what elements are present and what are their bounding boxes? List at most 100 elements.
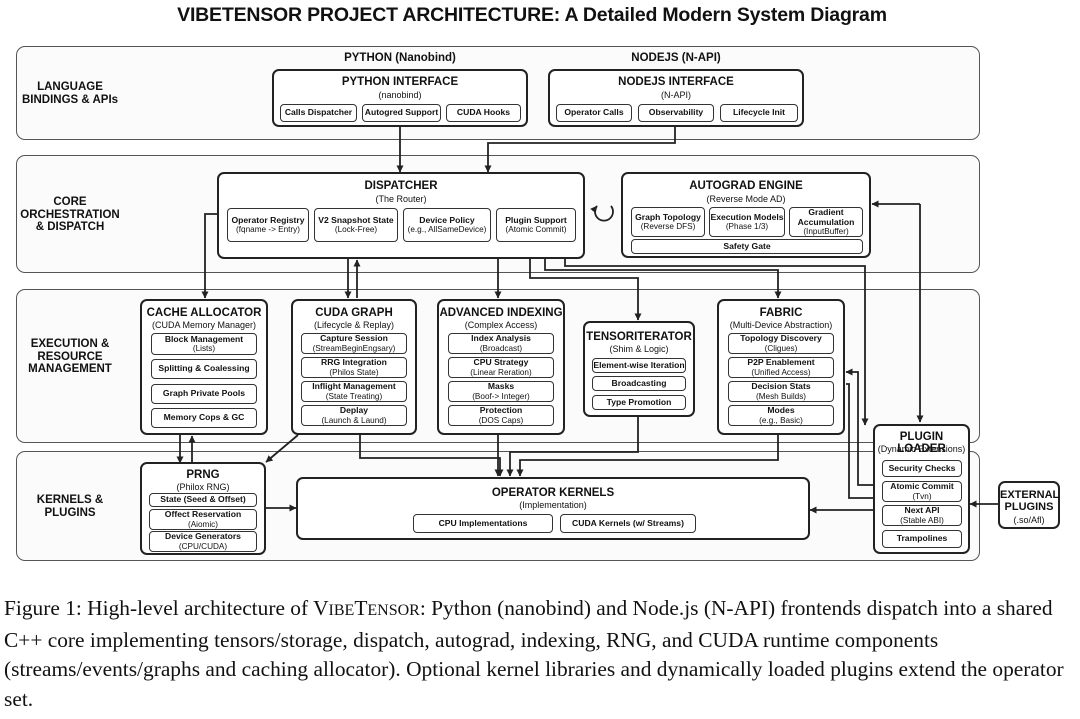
item-label: V2 Snapshot State: [318, 214, 394, 225]
item-label: Autogred Support: [364, 107, 439, 118]
python-item-calls-dispatcher: Calls Dispatcher: [280, 104, 357, 122]
fabric-item-p2p: P2P Enablement(Unified Access): [728, 357, 834, 378]
item-sublabel: (StreamBeginEngsary): [312, 343, 396, 353]
item-label: Device Policy: [419, 214, 475, 225]
item-sublabel: (Boof-> Integer): [472, 391, 530, 401]
fabric-item-modes: Modes(e.g., Basic): [728, 405, 834, 426]
prng-item-device-generators: Device Generators(CPU/CUDA): [149, 531, 257, 552]
item-label: Device Generators: [165, 531, 241, 542]
box-title: DISPATCHER: [364, 180, 438, 192]
caption-body: : Python (nanobind) and Node.js (N-API) …: [4, 596, 1064, 711]
cache-item-splitting: Splitting & Coalessing: [151, 359, 257, 379]
external-plugins-box: EXTERNAL PLUGINS (.so/Afl): [998, 481, 1060, 529]
box-subtitle: (nanobind): [378, 90, 422, 100]
figure-caption: Figure 1: High-level architecture of VIB…: [4, 594, 1076, 714]
box-title: OPERATOR KERNELS: [491, 487, 615, 499]
prng-box: PRNG (Philox RNG) State (Seed & Offset) …: [140, 462, 266, 555]
box-subtitle: (.so/Afl): [1013, 515, 1045, 525]
indexing-item-masks: Masks(Boof-> Integer): [448, 381, 554, 402]
item-sublabel: (Reverse DFS): [640, 222, 696, 232]
item-sublabel: (Lock-Free): [334, 225, 378, 235]
item-label: CUDA Kernels (w/ Streams): [572, 517, 684, 528]
box-subtitle: (Implementation): [519, 500, 587, 510]
indexing-item-protection: Protection(DOS Caps): [448, 405, 554, 426]
item-label: Security Checks: [888, 462, 956, 473]
item-sublabel: (Cligues): [764, 343, 798, 353]
item-label: Atomic Commit: [890, 481, 954, 492]
item-sublabel: (Unified Access): [751, 367, 811, 377]
group-head-python: PYTHON (Nanobind): [344, 52, 456, 64]
cudagraph-item-rrg-integration: RRG Integration(Philos State): [301, 357, 407, 378]
box-title: CUDA GRAPH: [315, 307, 393, 319]
item-label: Splitting & Coalessing: [158, 363, 250, 374]
autograd-item-execution-models: Execution Models(Phase 1/3): [709, 207, 785, 237]
tensoriter-item-broadcasting: Broadcasting: [592, 376, 686, 391]
item-label: Execution Models: [710, 211, 784, 222]
item-label: Observability: [648, 107, 704, 118]
plugin-item-atomic-commit: Atomic Commit(Tvn): [882, 481, 962, 502]
fabric-item-decision-stats: Decision Stats(Mesh Builds): [728, 381, 834, 402]
box-title: AUTOGRAD ENGINE: [689, 180, 803, 192]
item-sublabel: (Linear Reration): [470, 367, 532, 377]
item-sublabel: (Launch & Laund): [321, 415, 387, 425]
item-label: Operator Registry: [231, 214, 305, 225]
box-subtitle: (Complex Access): [464, 320, 538, 330]
item-label: Decision Stats: [751, 381, 811, 392]
indexing-item-cpu-strategy: CPU Strategy(Linear Reration): [448, 357, 554, 378]
item-sublabel: (fqname -> Entry): [236, 225, 300, 235]
item-label: Graph Private Pools: [162, 388, 246, 399]
node-item-observability: Observability: [638, 104, 714, 122]
group-head-node: NODEJS (N-API): [631, 52, 721, 64]
dispatcher-item-device-policy: Device Policy(e.g., AllSameDevice): [403, 208, 491, 242]
caption-name-v: V: [313, 596, 329, 620]
indexing-item-index-analysis: Index Analysis(Broadcast): [448, 333, 554, 354]
prng-item-state: State (Seed & Offset): [149, 493, 257, 507]
dispatcher-item-operator-registry: Operator Registry(fqname -> Entry): [227, 208, 309, 242]
cache-item-graph-pools: Graph Private Pools: [151, 384, 257, 404]
autograd-item-gradient-accumulation: Gradient Accumulation(InputBuffer): [789, 207, 863, 237]
item-sublabel: (CPU/CUDA): [178, 541, 228, 551]
cache-item-block-management: Block Management(Lists): [151, 333, 257, 355]
label-text: EXECUTION & RESOURCE MANAGEMENT: [28, 338, 112, 375]
item-label: Block Management: [164, 333, 244, 344]
plugin-loader-box: PLUGIN LOADER (Dynamic Extensions) Secur…: [873, 424, 970, 554]
caption-name-ensor: ENSOR: [367, 602, 420, 619]
tensoriterator-box: TENSORITERATOR (Shim & Logic) Element-wi…: [583, 321, 695, 417]
item-sublabel: (Aiomic): [187, 519, 219, 529]
item-label: Plugin Support: [505, 214, 567, 225]
dispatcher-item-v2-snapshot: V2 Snapshot State(Lock-Free): [314, 208, 398, 242]
plugin-item-security: Security Checks: [882, 460, 962, 477]
box-subtitle: (Lifecycle & Replay): [313, 320, 395, 330]
section-label-core: CORE ORCHESTRATION & DISPATCH: [20, 196, 120, 234]
plugin-item-trampolines: Trampolines: [882, 530, 962, 548]
box-subtitle: (Multi-Device Abstraction): [729, 320, 833, 330]
item-label: Memory Cops & GC: [163, 412, 245, 423]
box-subtitle: (N-API): [661, 90, 691, 100]
section-label-kernels: KERNELS & PLUGINS: [20, 494, 120, 519]
cudagraph-item-inflight: Inflight Management(State Treating): [301, 381, 407, 402]
operator-kernels-box: OPERATOR KERNELS (Implementation) CPU Im…: [296, 477, 810, 540]
item-sublabel: (InputBuffer): [803, 227, 849, 236]
opkernels-item-cpu: CPU Implementations: [413, 514, 553, 533]
box-title: TENSORITERATOR: [586, 331, 692, 343]
autograd-safety-gate: Safety Gate: [631, 239, 863, 254]
item-label: Next API: [904, 505, 940, 516]
box-title: PRNG: [186, 469, 220, 481]
advanced-indexing-box: ADVANCED INDEXING (Complex Access) Index…: [437, 299, 565, 435]
item-sublabel: (Atomic Commit): [505, 225, 567, 235]
section-label-exec: EXECUTION & RESOURCE MANAGEMENT: [20, 338, 120, 376]
cache-allocator-box: CACHE ALLOCATOR (CUDA Memory Manager) Bl…: [140, 299, 268, 435]
box-title: PLUGIN LOADER: [897, 431, 946, 455]
prng-item-offset-reservation: Offect Reservation(Aiomic): [149, 509, 257, 530]
tensoriter-item-type-promotion: Type Promotion: [592, 395, 686, 410]
item-sublabel: (e.g., AllSameDevice): [407, 225, 487, 235]
node-item-lifecycle-init: Lifecycle Init: [720, 104, 798, 122]
item-sublabel: (Philos State): [329, 367, 379, 377]
tensoriter-item-elementwise: Element-wise Iteration: [592, 358, 686, 373]
item-label: Type Promotion: [606, 396, 672, 407]
label-text: KERNELS & PLUGINS: [36, 494, 104, 519]
box-title: CACHE ALLOCATOR: [146, 307, 262, 319]
item-label: CUDA Hooks: [456, 107, 511, 118]
autograd-item-graph-topology: Graph Topology(Reverse DFS): [631, 207, 705, 237]
item-sublabel: (Mesh Builds): [755, 391, 807, 401]
